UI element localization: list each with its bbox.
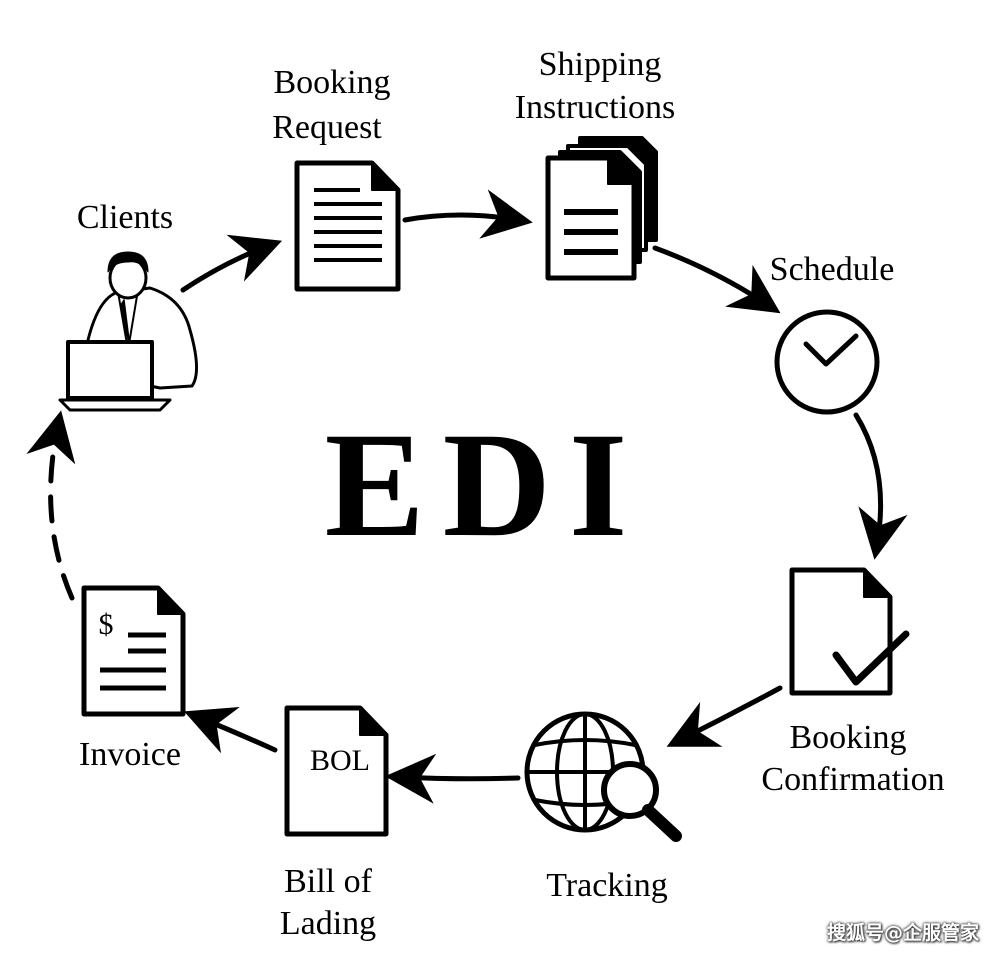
source-watermark: 搜狐号@企服管家 bbox=[826, 922, 979, 944]
shipping-instructions-label-line-2: Instructions bbox=[514, 89, 676, 126]
arrow-invoice-to-clients-dashed bbox=[26, 410, 76, 601]
flow-arrows bbox=[26, 189, 908, 804]
bol-icon-text: BOL bbox=[310, 744, 370, 777]
shipping-instructions-label-line-1: Shipping bbox=[538, 46, 662, 83]
arrow-shipping-instructions-to-schedule bbox=[652, 245, 781, 314]
clients-label: Clients bbox=[76, 199, 174, 236]
stacked-documents-icon bbox=[545, 136, 658, 281]
tracking-label: Tracking bbox=[546, 867, 668, 904]
schedule-label: Schedule bbox=[769, 251, 895, 288]
invoice-label: Invoice bbox=[79, 736, 181, 773]
bill-of-lading-label-line-1: Bill of bbox=[284, 863, 372, 900]
arrow-booking-confirmation-to-tracking bbox=[666, 685, 783, 747]
clock-icon bbox=[774, 309, 880, 415]
booking-request-label-line-1: Booking bbox=[273, 64, 391, 101]
booking-confirmation-label-line-1: Booking bbox=[789, 719, 907, 756]
arrow-schedule-to-booking-confirmation bbox=[853, 412, 908, 560]
arrow-booking-request-to-shipping-instructions bbox=[402, 189, 533, 239]
bill-of-lading-label-line-2: Lading bbox=[279, 905, 377, 942]
arrow-tracking-to-bill-of-lading bbox=[385, 753, 521, 804]
person-laptop-icon bbox=[58, 251, 198, 412]
booking-request-label-line-2: Request bbox=[272, 109, 382, 146]
arrow-bill-of-lading-to-invoice bbox=[184, 706, 278, 754]
bol-document-icon: BOL bbox=[284, 705, 389, 837]
invoice-document-icon: $ bbox=[81, 585, 186, 717]
booking-confirmation-label-line-2: Confirmation bbox=[761, 761, 945, 798]
diagram-title: EDI bbox=[324, 402, 646, 568]
document-check-icon bbox=[789, 567, 910, 696]
arrow-clients-to-booking-request bbox=[180, 234, 283, 293]
document-icon bbox=[294, 160, 401, 292]
invoice-dollar-text: $ bbox=[99, 608, 114, 641]
globe-search-icon bbox=[524, 711, 682, 842]
